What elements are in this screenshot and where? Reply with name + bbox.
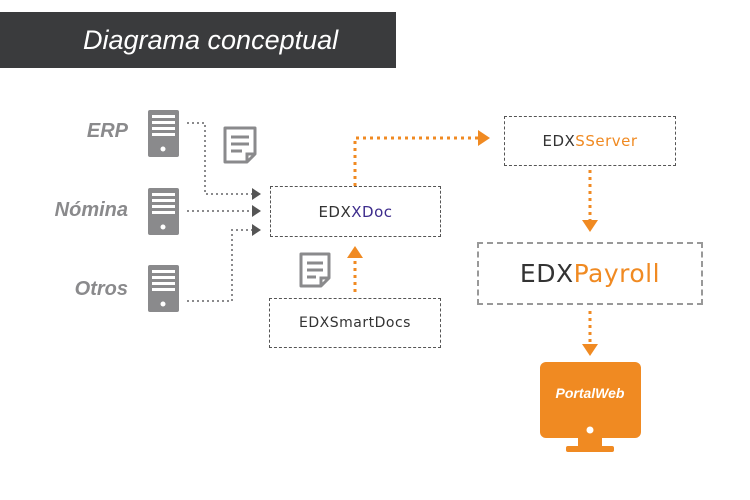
title-banner: Diagrama conceptual <box>0 12 396 68</box>
server-icon <box>148 265 179 312</box>
page-title: Diagrama conceptual <box>83 24 339 55</box>
orange-connectors <box>353 136 592 344</box>
source-connectors <box>187 122 252 302</box>
source-label-nomina: Nómina <box>54 199 128 221</box>
node-payroll-suffix: Payroll <box>573 259 661 288</box>
node-smartdocs-suffix: SmartDocs <box>329 315 411 331</box>
arrow-heads-gray <box>252 188 261 236</box>
monitor-icon <box>540 362 641 452</box>
node-payroll-prefix: EDX <box>519 259 574 288</box>
node-edxxdoc-suffix: XDoc <box>351 202 393 221</box>
document-icon <box>299 252 331 288</box>
node-edxxdoc-prefix: EDX <box>318 202 352 221</box>
arrow-heads-orange <box>347 130 598 356</box>
document-icon <box>223 126 257 164</box>
server-icon <box>148 110 179 157</box>
server-icon <box>148 188 179 235</box>
node-smartdocs-prefix: EDX <box>299 315 330 331</box>
source-label-otros: Otros <box>74 278 128 300</box>
node-sserver-prefix: EDX <box>542 132 576 150</box>
node-sserver-suffix: SServer <box>575 132 638 150</box>
portal-web-label: PortalWeb <box>555 385 625 401</box>
source-label-erp: ERP <box>86 120 128 142</box>
